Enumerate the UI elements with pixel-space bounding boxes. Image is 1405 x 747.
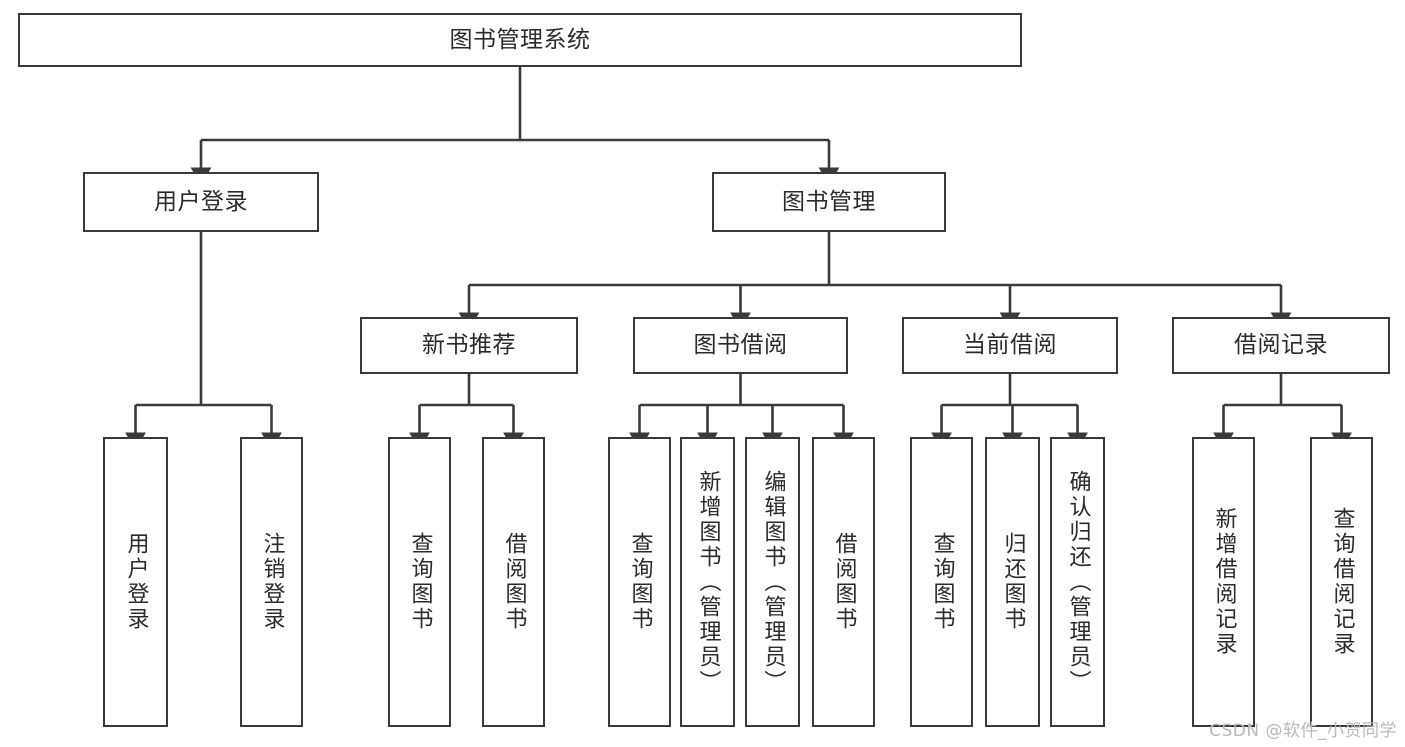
node-l2-borrow[interactable]: 图书借阅 — [633, 317, 848, 374]
node-l3-querybook2[interactable]: 查询图书 — [608, 437, 671, 727]
node-label: 新增借阅记录 — [1211, 507, 1237, 657]
node-l3-querybook1[interactable]: 查询图书 — [388, 437, 451, 727]
node-l3-querybook3[interactable]: 查询图书 — [910, 437, 973, 727]
node-label: 注销登录 — [259, 532, 285, 632]
node-label: 查询图书 — [627, 532, 653, 632]
node-label: 图书管理 — [782, 188, 876, 215]
node-l3-queryrecord[interactable]: 查询借阅记录 — [1310, 437, 1373, 727]
node-l3-addbook[interactable]: 新增图书（管理员） — [680, 437, 735, 727]
node-l3-confirm[interactable]: 确认归还（管理员） — [1050, 437, 1105, 727]
node-label: 图书管理系统 — [449, 26, 591, 53]
node-label: 归还图书 — [1000, 532, 1026, 632]
node-l3-addrecord[interactable]: 新增借阅记录 — [1192, 437, 1255, 727]
node-l2-newbook[interactable]: 新书推荐 — [360, 317, 578, 374]
node-l1-login[interactable]: 用户登录 — [83, 172, 319, 232]
node-l3-borrowbook1[interactable]: 借阅图书 — [482, 437, 545, 727]
node-label: 用户登录 — [123, 532, 149, 632]
node-label: 编辑图书（管理员） — [760, 469, 786, 695]
node-l3-borrowbook2[interactable]: 借阅图书 — [812, 437, 875, 727]
node-l2-current[interactable]: 当前借阅 — [902, 317, 1118, 374]
watermark-label: CSDN @软件_小贺同学 — [1209, 721, 1397, 741]
node-label: 用户登录 — [154, 188, 248, 215]
node-l3-editbook[interactable]: 编辑图书（管理员） — [745, 437, 800, 727]
node-root[interactable]: 图书管理系统 — [18, 13, 1022, 67]
node-label: 新增图书（管理员） — [695, 469, 721, 695]
node-label: 查询借阅记录 — [1329, 507, 1355, 657]
node-l3-userlogin[interactable]: 用户登录 — [103, 437, 168, 727]
node-label: 新书推荐 — [422, 332, 516, 359]
node-label: 查询图书 — [929, 532, 955, 632]
node-label: 图书借阅 — [693, 332, 788, 359]
node-label: 当前借阅 — [963, 332, 1057, 359]
node-label: 查询图书 — [407, 532, 433, 632]
node-label: 确认归还（管理员） — [1065, 469, 1091, 695]
node-l3-logout[interactable]: 注销登录 — [240, 437, 303, 727]
node-label: 借阅图书 — [501, 532, 527, 632]
node-label: 借阅图书 — [831, 532, 857, 632]
node-l2-record[interactable]: 借阅记录 — [1172, 317, 1390, 374]
node-l3-returnbook[interactable]: 归还图书 — [985, 437, 1040, 727]
node-l1-manage[interactable]: 图书管理 — [712, 172, 946, 232]
node-label: 借阅记录 — [1234, 332, 1328, 359]
